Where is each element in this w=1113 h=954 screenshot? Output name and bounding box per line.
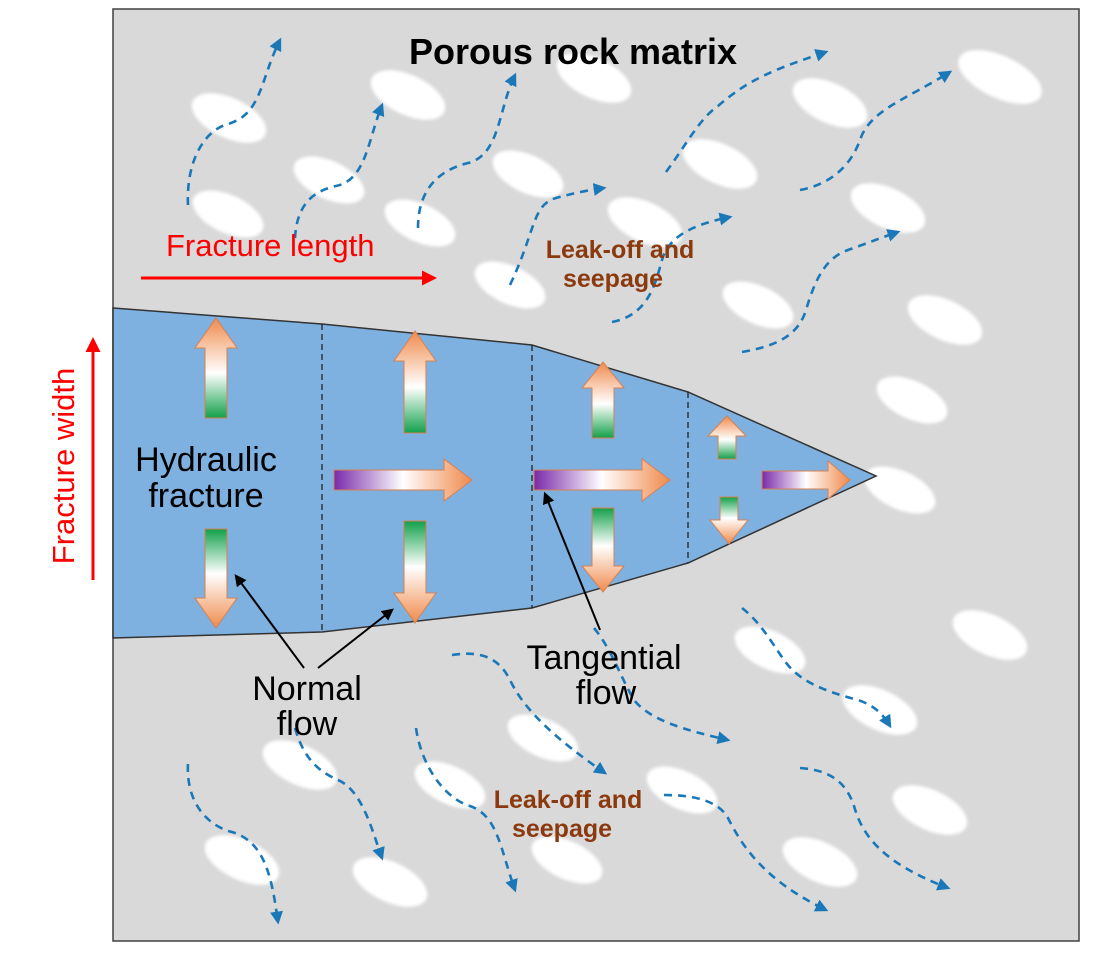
pore (556, 53, 632, 103)
pore (204, 835, 280, 885)
tangential-flow-arrow (333, 458, 473, 502)
tangential-flow-label-line-2: flow (576, 674, 637, 712)
pores (191, 50, 1042, 907)
normal-flow-up-arrow (580, 361, 626, 439)
pore (646, 766, 718, 814)
tangential-flow-arrow (533, 458, 671, 502)
hydraulic-fracture-label-line-2: fracture (148, 477, 263, 515)
hydraulic-fracture-label-line-1: Hydraulic (135, 441, 277, 479)
pore (352, 857, 428, 907)
pore (531, 836, 603, 884)
pore (384, 199, 456, 247)
pore (892, 785, 968, 835)
hydraulic-fracture (112, 307, 878, 639)
segment-dividers (321, 324, 689, 632)
seepage-line (186, 763, 283, 925)
normal-flow-pointer (234, 574, 305, 669)
pore (734, 626, 806, 674)
pore (607, 197, 683, 247)
pore (262, 740, 338, 790)
leakoff-bottom-label-line-1: Leak-off and (494, 786, 643, 814)
seepage-line (741, 229, 901, 354)
seepage-line (663, 793, 829, 912)
tangential-flow-label-line-1: Tangential (526, 639, 681, 677)
normal-flow-up-arrow (393, 330, 437, 434)
normal-flow-down-arrow (393, 520, 437, 624)
normal-flow-down-arrow (708, 496, 750, 545)
pore (850, 183, 926, 233)
normal-flow-up-arrow (706, 415, 748, 460)
normal-flow-down-arrow (194, 528, 238, 629)
seepage-line (664, 49, 829, 173)
pore (907, 295, 983, 345)
normal-flow-arrows-up (194, 317, 748, 460)
seepage-line (611, 212, 733, 324)
diagram-title: Porous rock matrix (409, 31, 737, 72)
seepage-line (799, 70, 953, 192)
pore (864, 466, 936, 514)
pore (792, 78, 868, 128)
pore (842, 685, 918, 735)
pore (293, 156, 365, 204)
seepage-line (451, 652, 608, 775)
normal-flow-down-arrow (580, 507, 626, 593)
tangential-flow-pointer (543, 491, 601, 631)
normal-flow-arrows-down (194, 496, 750, 629)
leakoff-bottom-label-line-2: seepage (512, 815, 612, 843)
seepage-line (508, 183, 607, 286)
seepage-line (293, 102, 385, 239)
seepage-line (293, 727, 385, 861)
fracture-length-label: Fracture length (166, 228, 375, 263)
seepage-line (414, 727, 518, 893)
pore (192, 190, 264, 238)
pore (722, 281, 794, 329)
fracture-width-label: Fracture width (46, 368, 81, 564)
normal-flow-pointer (317, 608, 394, 669)
pore (507, 714, 579, 762)
seepage-flow-lines-bottom (186, 606, 951, 925)
normal-flow-up-arrow (194, 317, 238, 419)
pore (682, 139, 758, 189)
seepage-line (416, 72, 517, 229)
leakoff-top-label-line-2: seepage (563, 265, 663, 293)
seepage-flow-lines-top (186, 37, 953, 354)
pore (876, 376, 948, 424)
pore (191, 93, 267, 143)
leakoff-top-label-line-1: Leak-off and (546, 236, 695, 264)
pore (782, 837, 858, 887)
callout-pointers (234, 491, 601, 669)
pore (952, 610, 1028, 660)
pore (370, 70, 446, 120)
seepage-line (799, 766, 951, 891)
normal-flow-label-line-1: Normal (252, 670, 362, 708)
tangential-flow-arrow (761, 459, 851, 501)
seepage-line (741, 606, 892, 729)
normal-flow-label-line-2: flow (277, 705, 338, 743)
pore (958, 50, 1042, 104)
tangential-flow-arrows (333, 458, 851, 502)
pore (492, 150, 564, 198)
